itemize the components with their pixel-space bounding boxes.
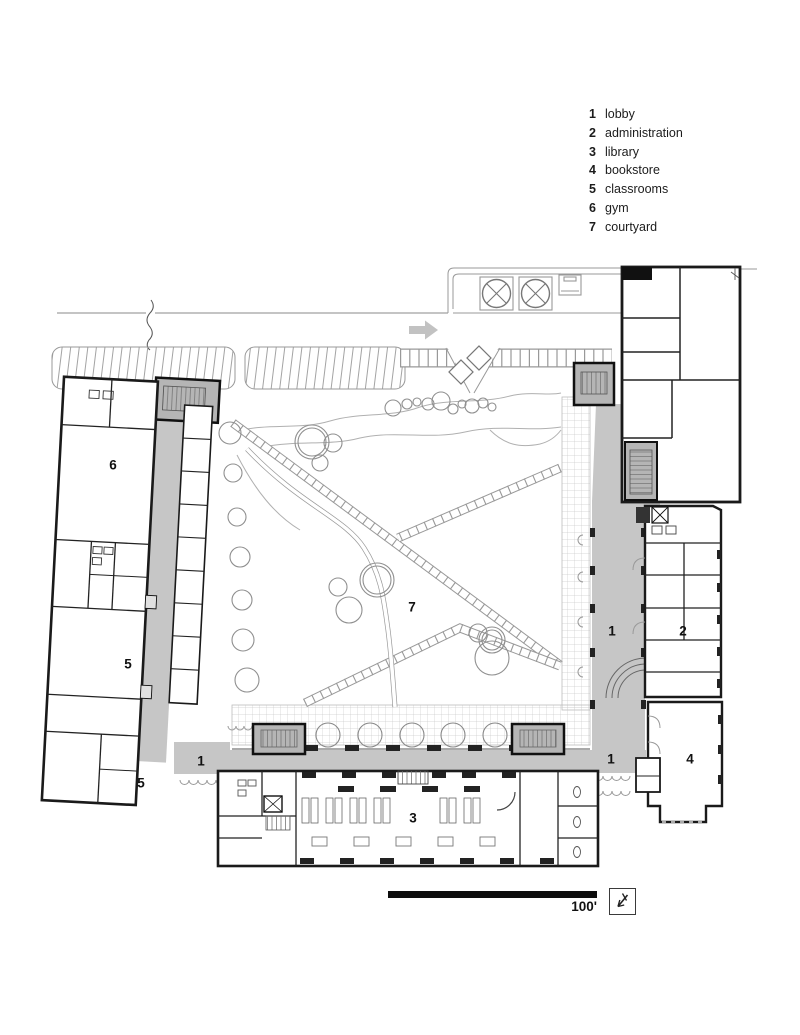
legend-label: courtyard: [605, 219, 658, 234]
roof-fan-icons: [479, 274, 582, 311]
wc-fixtures: [88, 389, 158, 700]
legend-item: 3 library: [583, 145, 683, 164]
north-arrow-icon: [609, 888, 636, 915]
boardwalk-top: [400, 345, 612, 396]
legend-item: 5 classrooms: [583, 182, 683, 201]
corridor-posts: [590, 528, 646, 709]
legend: 1 lobby 2 administration 3 library 4 booksto…: [583, 107, 683, 239]
scale-bar: [388, 891, 597, 898]
legend-item: 2 administration: [583, 126, 683, 145]
legend-number: 1: [589, 107, 596, 121]
site-lines: [57, 267, 757, 351]
legend-label: classrooms: [605, 182, 669, 197]
legend-number: 6: [589, 200, 596, 215]
northeast-building: [620, 265, 742, 504]
entry-arrow-icon: [409, 320, 438, 340]
legend-item: 1 lobby: [583, 107, 683, 126]
stair-blocks-south: [251, 722, 566, 756]
room-label-administration: 2: [679, 623, 687, 639]
legend-label: lobby: [605, 107, 635, 121]
room-label-bookstore: 4: [686, 751, 694, 767]
legend-number: 5: [589, 182, 596, 197]
canopy-scallops: [179, 534, 631, 796]
legend-label: bookstore: [605, 163, 660, 178]
legend-item: 7 courtyard: [583, 220, 683, 239]
garden-path: [245, 447, 398, 708]
room-label-courtyard: 7: [408, 599, 416, 615]
legend-item: 6 gym: [583, 201, 683, 220]
room-label-gym: 6: [109, 457, 117, 473]
boardwalk-paths: [230, 419, 563, 708]
room-label-library: 3: [409, 810, 417, 826]
room-label-lobby-west: 1: [197, 753, 205, 769]
legend-number: 4: [589, 163, 596, 178]
planter-diamonds: [448, 345, 492, 385]
trees: [218, 391, 510, 693]
scale-label: 100': [571, 899, 597, 914]
curved-stair: [605, 657, 647, 699]
legend-label: administration: [605, 125, 683, 140]
bookstore-wing: [635, 700, 724, 824]
legend-number: 2: [589, 125, 596, 140]
library-wing: [216, 769, 600, 868]
reading-tables: [311, 836, 496, 847]
room-label-lobby-east: 1: [608, 623, 616, 639]
legend-item: 4 bookstore: [583, 163, 683, 182]
room-label-classrooms-lower: 5: [137, 775, 145, 791]
legend-number: 3: [589, 144, 596, 159]
stair-block-northeast: [572, 361, 616, 407]
corridors: [174, 404, 660, 774]
courtyard-area: [179, 345, 631, 796]
room-label-lobby-south: 1: [607, 751, 615, 767]
room-label-classrooms-upper: 5: [124, 656, 132, 672]
left-wing: [40, 375, 222, 807]
legend-label: gym: [605, 200, 629, 215]
administration-wing: [632, 504, 723, 699]
legend-label: library: [605, 144, 640, 159]
legend-number: 7: [589, 219, 596, 234]
bookshelves: [301, 797, 481, 824]
